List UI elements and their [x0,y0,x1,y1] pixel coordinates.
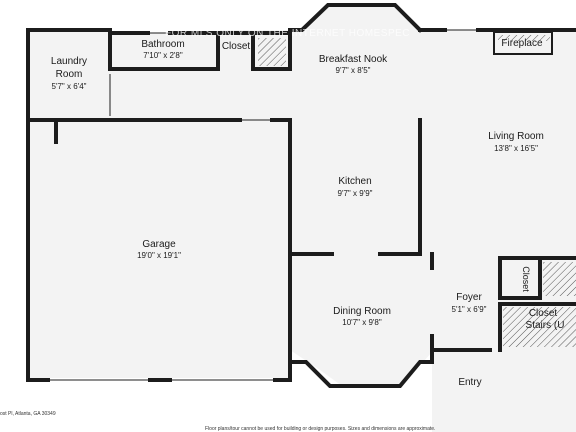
breakfast-label: Breakfast Nook [319,54,388,65]
garage-label: Garage [142,239,176,250]
hall-floor [110,69,290,120]
garage-dims: 19'0" x 19'1" [137,251,181,260]
fireplace-outline [493,31,553,55]
kitchen-dims: 9'7" x 9'9" [338,189,373,198]
kitchen-label: Kitchen [338,176,371,187]
wall [288,334,434,388]
footer-disclaimer: Floor plans/tour cannot be used for buil… [205,426,436,432]
windows [48,29,490,381]
wall [108,28,220,71]
garage-floor [30,120,290,378]
entry-label: Entry [458,377,481,388]
closet-top-label: Closet [222,41,251,52]
bathroom-label: Bathroom [141,39,184,50]
stairs-label-1: Closet [529,308,558,319]
foyer-label: Foyer [456,292,482,303]
laundry-label-2: Room [56,69,83,80]
breakfast-dims: 9'7" x 8'5" [336,66,371,75]
living-dims: 13'8" x 16'5" [494,144,538,153]
fireplace-hatch [498,35,550,41]
floor-fill [28,5,576,432]
bathroom-dims: 7'10" x 2'8" [143,51,183,60]
main-floor [290,5,576,432]
fireplace-label: Fireplace [501,38,543,49]
foyer-dims: 5'1" x 6'9" [452,305,487,314]
closet-right-label: Closet [521,266,531,292]
dining-dims: 10'7" x 9'8" [342,318,382,327]
wall [498,256,542,300]
stairs-hatch [503,307,576,347]
stairs-label-2: Stairs (U [526,320,565,331]
wall [378,118,422,256]
bathroom-floor [110,33,220,69]
footer-address: ost Pl, Atlanta, GA 30349 [0,411,56,417]
laundry-floor [28,30,110,120]
closet-top-hatch [258,38,286,66]
wall [288,2,423,33]
living-label: Living Room [488,131,544,142]
laundry-label-1: Laundry [51,56,87,67]
wall [251,31,292,71]
laundry-dims: 5'7" x 6'4" [52,82,87,91]
closet-right-hatch [543,262,576,296]
dining-label: Dining Room [333,306,391,317]
watermark-text: FOR MLS ONLY ON THE INTERNET HOMESPEC [165,28,411,39]
